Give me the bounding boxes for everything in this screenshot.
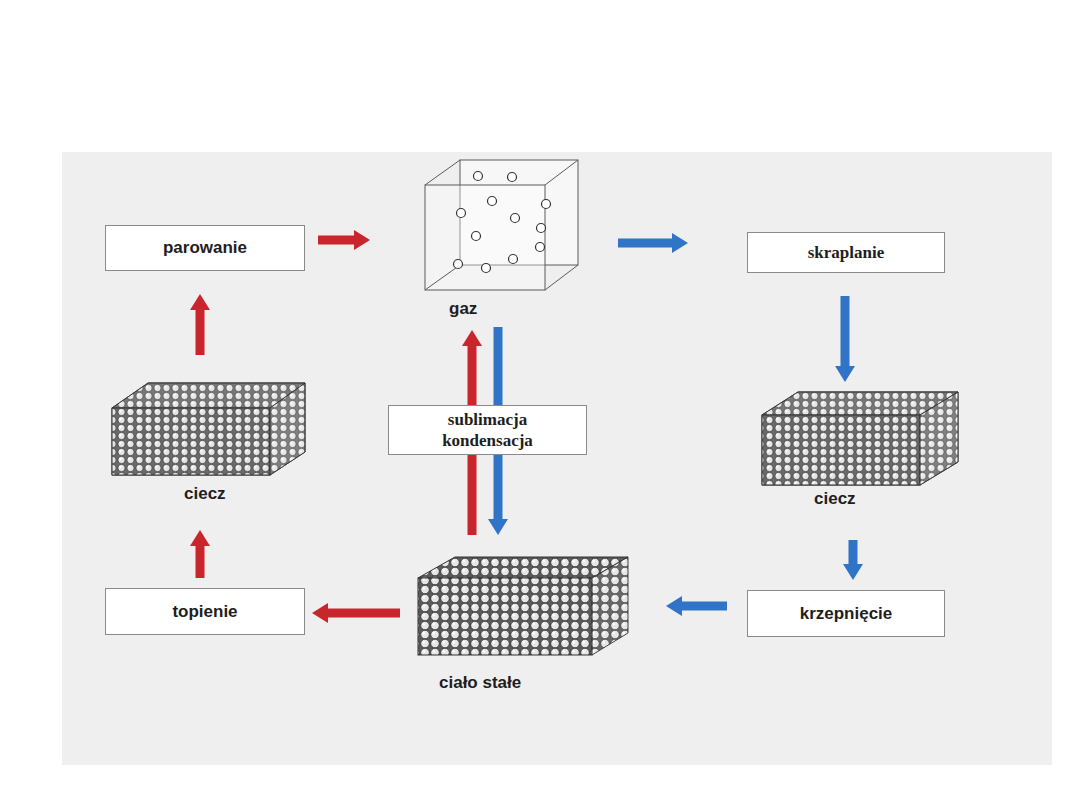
process-box: skraplanie <box>747 232 945 273</box>
transition-arrow <box>843 540 863 580</box>
process-label: sublimacja <box>448 409 527 430</box>
liquid-box-right <box>762 392 958 485</box>
process-label: kondensacja <box>442 430 533 451</box>
process-label: skraplanie <box>808 242 885 263</box>
liquid-state: ciecz <box>762 392 958 510</box>
solid-box <box>418 557 628 655</box>
process-box: krzepnięcie <box>747 590 945 637</box>
transition-arrow <box>190 294 210 355</box>
transition-arrow <box>618 233 688 253</box>
solid-state: ciało stałe <box>418 557 630 697</box>
process-label: topienie <box>172 602 237 622</box>
process-label: parowanie <box>163 238 247 258</box>
transition-arrow <box>666 596 727 616</box>
transition-arrow <box>190 530 210 578</box>
liquid-state: ciecz <box>112 383 305 505</box>
state-label: gaz <box>449 299 477 319</box>
process-label: krzepnięcie <box>800 604 893 624</box>
transition-arrow <box>835 296 855 382</box>
process-box: parowanie <box>105 225 305 271</box>
transition-arrow <box>312 603 400 623</box>
process-box: sublimacjakondensacja <box>388 405 587 455</box>
gas-cube <box>425 160 578 290</box>
gas-particles <box>454 172 551 273</box>
gas-state: gaz <box>425 160 580 322</box>
state-label: ciało stałe <box>439 673 521 693</box>
process-box: topienie <box>105 588 305 635</box>
transition-arrow <box>318 230 370 250</box>
liquid-box-left <box>112 383 305 475</box>
state-label: ciecz <box>184 484 226 504</box>
state-label: ciecz <box>814 489 856 509</box>
